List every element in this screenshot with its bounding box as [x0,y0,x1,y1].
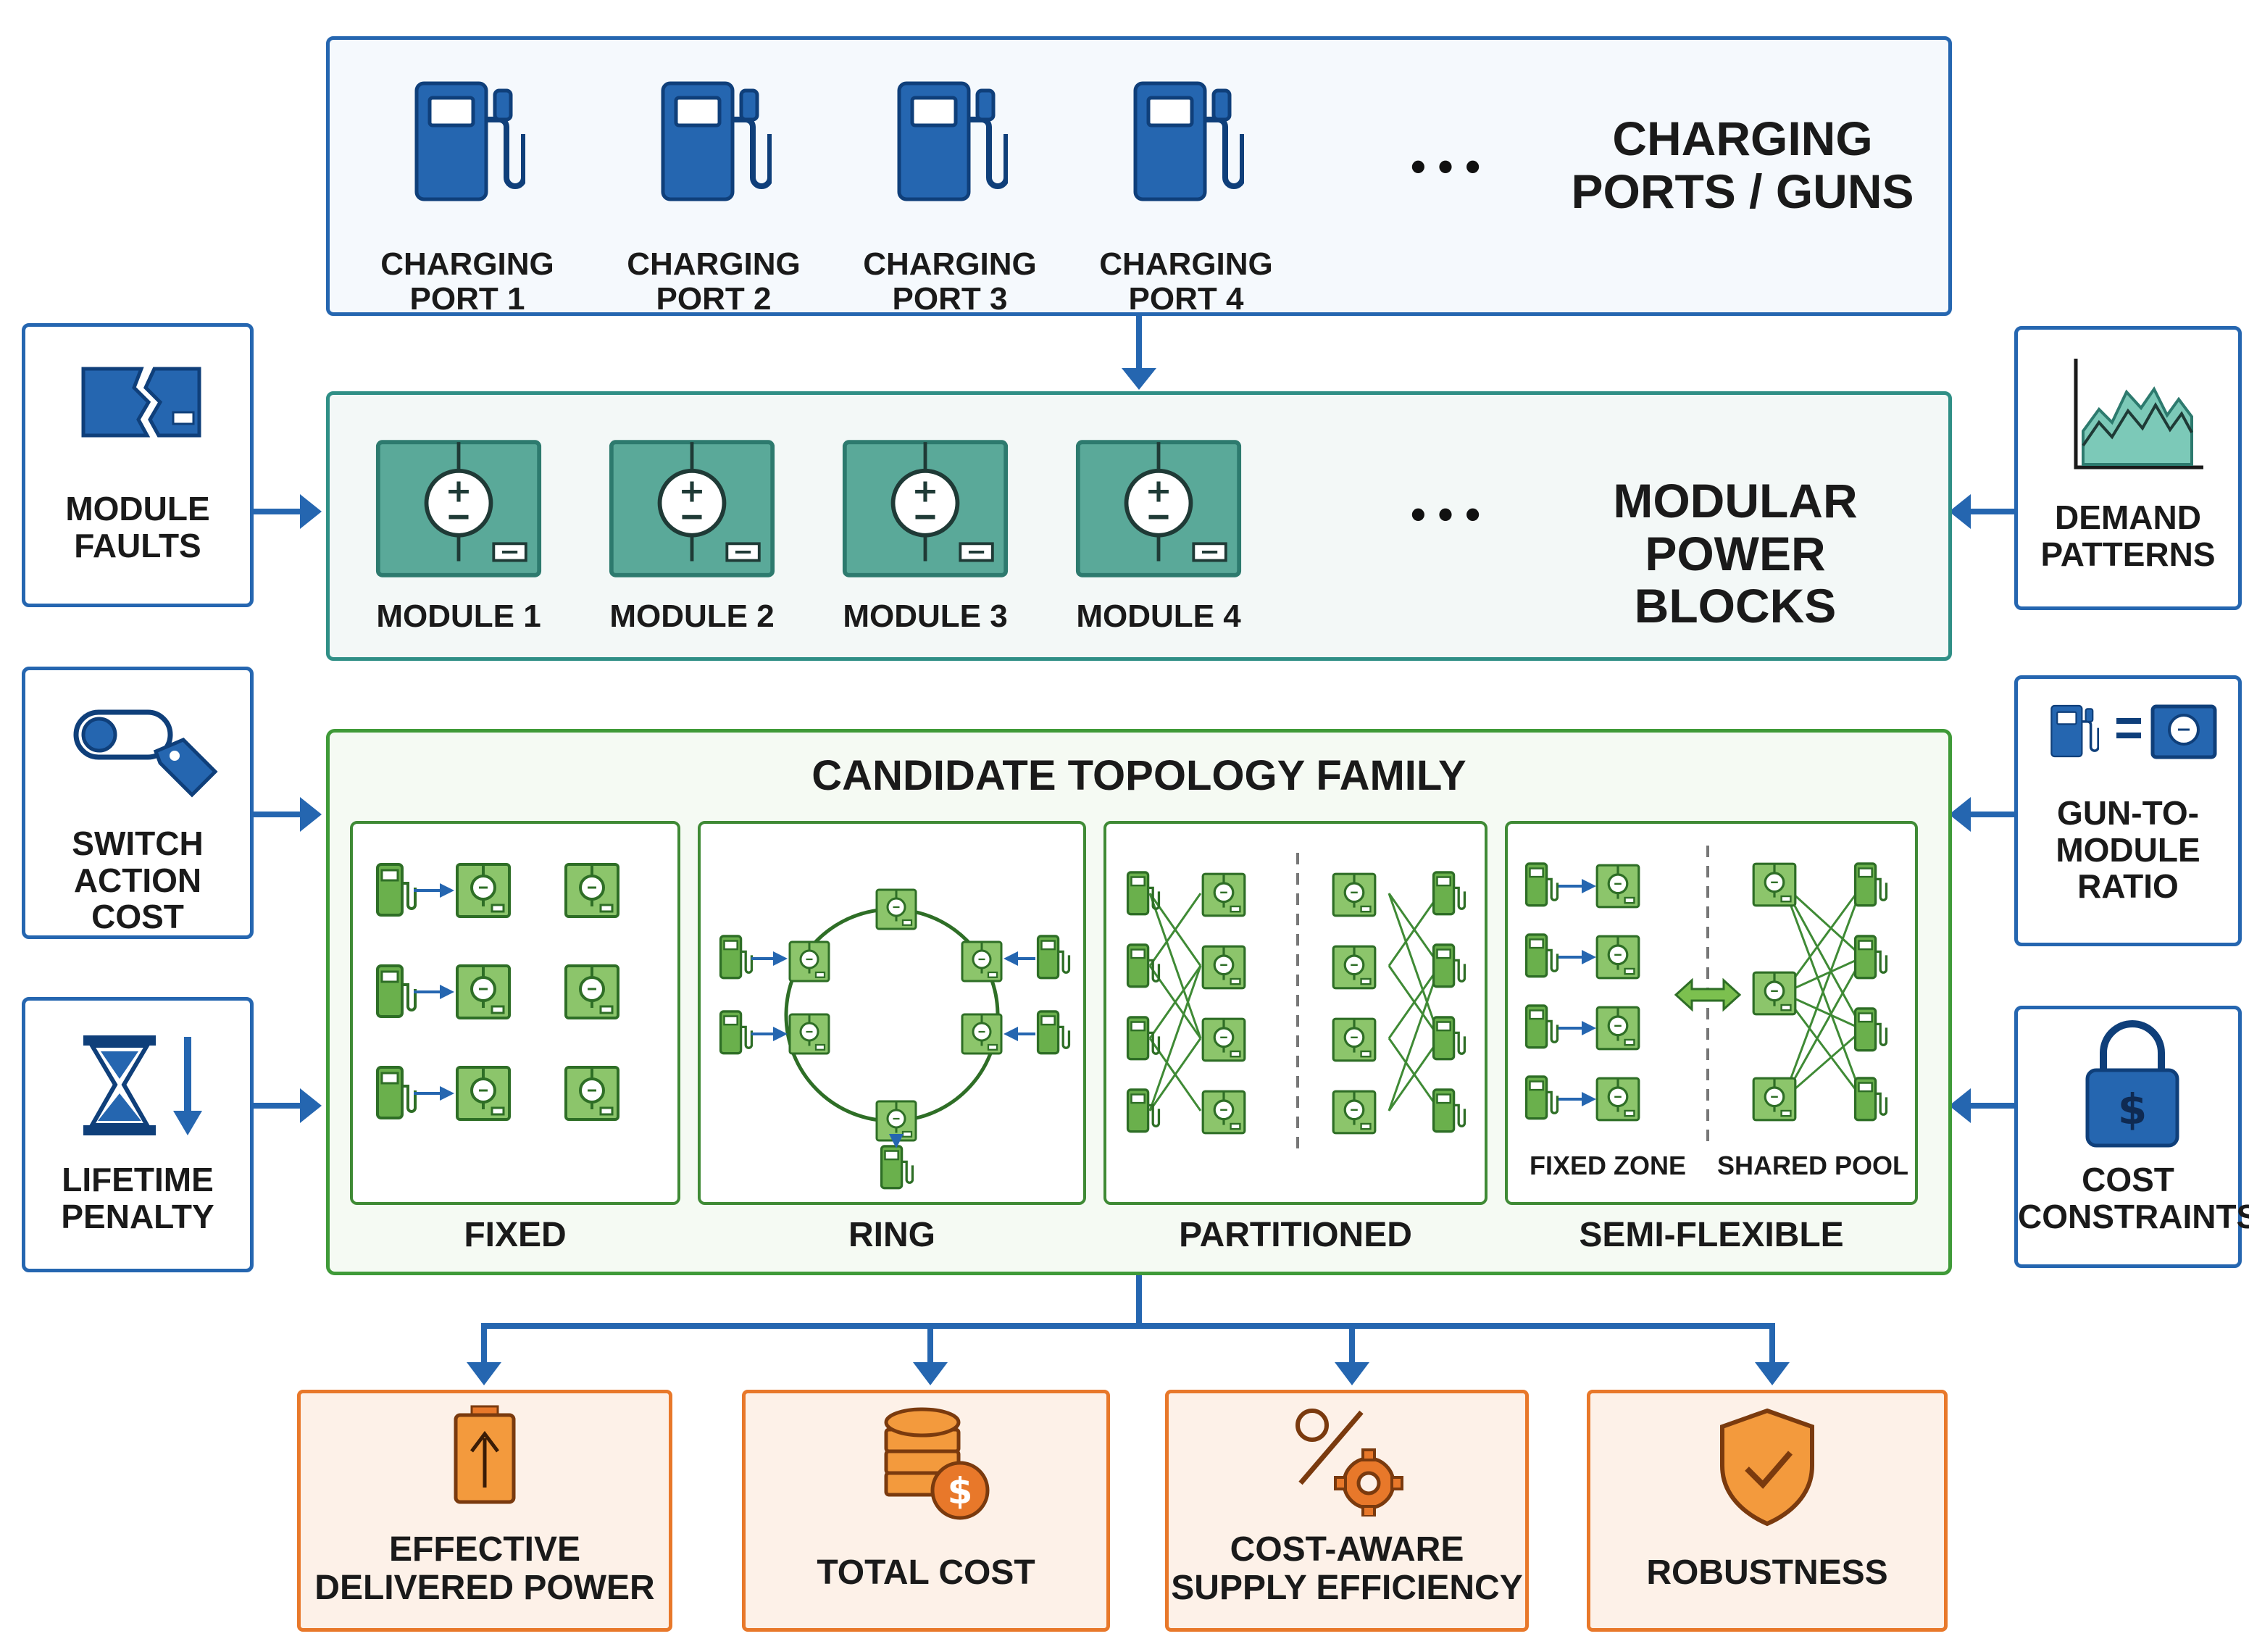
port-label-line2: PORT 2 [656,281,772,317]
input-label-line2: PATTERNS [2040,535,2216,573]
input-gun-to-module-ratio: GUN-TO- MODULE RATIO [2014,675,2242,946]
output-label-line1: EFFECTIVE [388,1530,581,1569]
charging-pump-icon [656,76,772,206]
input-module-faults: MODULE FAULTS [22,323,254,607]
fixed-zone-label: FIXED ZONE [1529,1151,1687,1180]
topology-family-panel: CANDIDATE TOPOLOGY FAMILY FIXED [326,729,1952,1275]
toggle-tag-icon [73,709,218,798]
charging-port-3: CHARGING PORT 3 [856,76,1044,317]
topology-semiflexible-panel: FIXED ZONE SHARED POOL [1505,821,1918,1205]
shared-pool-label: SHARED POOL [1716,1151,1909,1180]
module-label: MODULE 2 [609,598,775,634]
input-label-line2: PENALTY [61,1197,214,1235]
input-label-line1: COST [2082,1161,2174,1198]
module-block-3: MODULE 3 [841,438,1009,648]
charging-pump-icon [892,76,1008,206]
output-cost-aware-supply-efficiency: COST-AWARE SUPPLY EFFICIENCY [1165,1390,1529,1632]
port-label-line1: CHARGING [863,246,1037,282]
input-label-line3: RATIO [2077,867,2179,906]
topology-label-fixed: FIXED [464,1216,567,1254]
port-label-line2: PORT 1 [409,281,525,317]
power-module-icon [841,438,1009,579]
output-total-cost: $ TOTAL COST [742,1390,1110,1632]
gun-equals-module-icon [2050,704,2217,759]
fixed-topology-diagram [376,863,619,1121]
charging-pump-icon [409,76,525,206]
input-label-line1: LIFETIME [62,1161,214,1198]
output-effective-delivered-power: EFFECTIVE DELIVERED POWER [297,1390,672,1632]
ports-panel-title: CHARGING PORTS / GUNS [1571,112,1914,218]
charging-port-4: CHARGING PORT 4 [1092,76,1280,317]
module-label: MODULE 3 [843,598,1008,634]
battery-up-icon [454,1405,516,1504]
modules-ellipsis: • • • [1410,490,1481,538]
output-label-line1: TOTAL COST [817,1553,1035,1592]
input-label-line2: CONSTRAINTS [2018,1197,2249,1235]
topology-label-ring: RING [848,1216,935,1254]
module-label: MODULE 4 [1076,598,1241,634]
module-block-2: MODULE 2 [608,438,776,648]
output-label-line2: DELIVERED POWER [314,1568,655,1607]
topology-label-semiflexible: SEMI-FLEXIBLE [1579,1216,1844,1254]
modules-panel-title: MODULAR POWER BLOCKS [1613,474,1858,633]
semiflexible-topology-diagram [1524,846,1888,1143]
ports-ellipsis: • • • [1410,142,1481,191]
power-module-icon [375,438,543,579]
output-label-line1: ROBUSTNESS [1646,1553,1888,1592]
port-label-line1: CHARGING [1099,246,1273,282]
output-label-line2: SUPPLY EFFICIENCY [1171,1568,1523,1607]
charging-ports-panel: CHARGING PORT 1 CHARGING PORT 2 CHARGING… [326,36,1952,317]
port-label-line1: CHARGING [627,246,801,282]
input-switch-action-cost: SWITCH ACTION COST [22,667,254,939]
input-demand-patterns: DEMAND PATTERNS [2014,326,2242,610]
module-block-1: MODULE 1 [375,438,543,648]
broken-module-icon [81,367,201,438]
charging-pump-icon [1128,76,1244,206]
area-chart-icon [2074,359,2203,470]
input-label-line2: MODULE [2056,830,2200,869]
port-label-line1: CHARGING [380,246,554,282]
output-label-line1: COST-AWARE [1230,1530,1464,1569]
topology-partitioned-panel [1103,821,1487,1205]
input-label-line1: MODULE [65,490,210,527]
charging-port-1: CHARGING PORT 1 [373,76,562,317]
output-robustness: ROBUSTNESS [1587,1390,1948,1632]
percent-gear-icon [1295,1409,1403,1517]
coins-dollar-icon: $ [884,1407,990,1520]
input-label-line2: ACTION COST [73,861,202,936]
partitioned-topology-diagram [1126,853,1466,1157]
module-block-4: MODULE 4 [1075,438,1243,648]
dollar-lock-icon: $ [2085,1020,2179,1148]
port-label-line2: PORT 3 [892,281,1008,317]
topology-ring-panel [698,821,1086,1205]
input-label-line1: SWITCH [72,825,204,862]
input-label-line2: FAULTS [74,526,201,564]
topology-fixed-panel [350,821,680,1205]
input-label-line1: GUN-TO- [2057,794,2199,832]
power-blocks-panel: MODULE 1 MODULE 2 MODULE 3 MODULE 4 • • … [326,391,1952,661]
port-label-line2: PORT 4 [1128,281,1244,317]
input-cost-constraints: $ COST CONSTRAINTS [2014,1006,2249,1268]
power-module-icon [608,438,776,579]
charging-port-2: CHARGING PORT 2 [619,76,808,317]
input-lifetime-penalty: LIFETIME PENALTY [22,997,254,1272]
shield-check-icon [1720,1408,1814,1527]
hourglass-down-icon [83,1035,202,1135]
module-label: MODULE 1 [376,598,541,634]
input-label-line1: DEMAND [2055,498,2201,536]
topology-label-partitioned: PARTITIONED [1179,1216,1412,1254]
power-module-icon [1075,438,1243,579]
topology-title: CANDIDATE TOPOLOGY FAMILY [811,752,1466,799]
svg-text:$: $ [2118,1085,2147,1134]
ring-topology-diagram [719,888,1071,1190]
svg-text:$: $ [948,1470,973,1512]
